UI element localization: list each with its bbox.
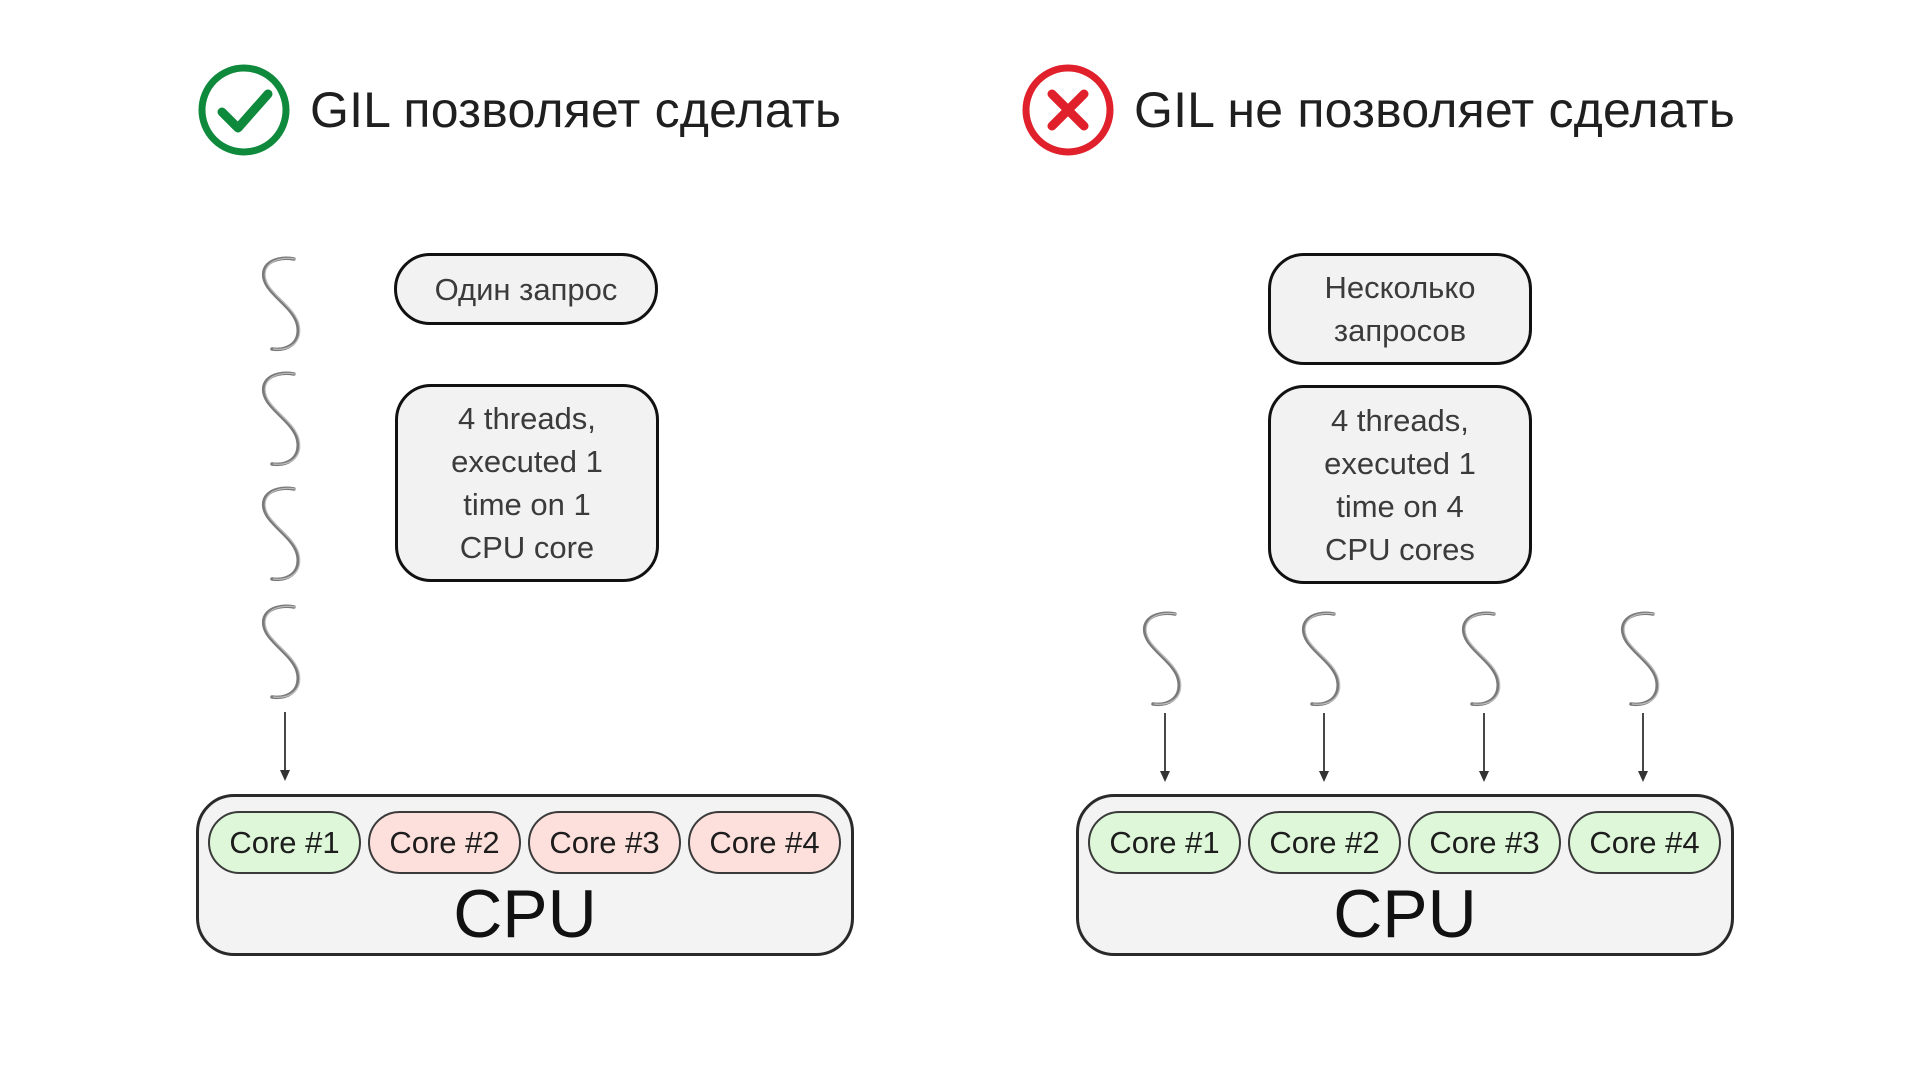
core-2: Core #2 [368,811,521,874]
threads-note: 4 threads, executed 1 time on 1 CPU core [395,384,659,582]
heading-forbids: GIL не позволяет сделать [1020,62,1735,158]
core-row: Core #1 Core #2 Core #3 Core #4 [1088,811,1721,874]
thread-squiggle-icon [254,370,316,468]
arrow-down-icon [278,712,292,782]
core-3: Core #3 [1408,811,1561,874]
panel-gil-forbids: GIL не позволяет сделать Несколько запро… [880,0,1840,1080]
arrow-down-icon [1477,713,1491,783]
panel-gil-allows: GIL позволяет сделать Один запрос 4 thre… [196,62,854,956]
core-1: Core #1 [208,811,361,874]
request-note: Несколько запросов [1268,253,1532,365]
thread-squiggle-icon [254,255,316,353]
thread-squiggle-icon [1294,610,1356,708]
arrow-down-icon [1158,713,1172,783]
core-1: Core #1 [1088,811,1241,874]
core-4: Core #4 [688,811,841,874]
arrow-down-icon [1317,713,1331,783]
heading-text: GIL позволяет сделать [310,82,842,138]
core-2: Core #2 [1248,811,1401,874]
thread-squiggle-icon [1454,610,1516,708]
cpu-box: Core #1 Core #2 Core #3 Core #4 CPU [196,794,854,956]
heading-text: GIL не позволяет сделать [1134,82,1736,138]
cpu-box: Core #1 Core #2 Core #3 Core #4 CPU [1076,794,1734,956]
heading-allows: GIL позволяет сделать [196,62,841,158]
thread-squiggle-icon [254,603,316,701]
threads-note: 4 threads, executed 1 time on 4 CPU core… [1268,385,1532,584]
arrow-down-icon [1636,713,1650,783]
thread-squiggle-icon [1613,610,1675,708]
thread-squiggle-icon [1135,610,1197,708]
thread-squiggle-icon [254,485,316,583]
cpu-label: CPU [453,876,597,952]
core-4: Core #4 [1568,811,1721,874]
request-note: Один запрос [394,253,658,325]
core-3: Core #3 [528,811,681,874]
check-circle-icon [198,64,290,156]
core-row: Core #1 Core #2 Core #3 Core #4 [208,811,841,874]
cpu-label: CPU [1333,876,1477,952]
cross-circle-icon [1022,64,1114,156]
